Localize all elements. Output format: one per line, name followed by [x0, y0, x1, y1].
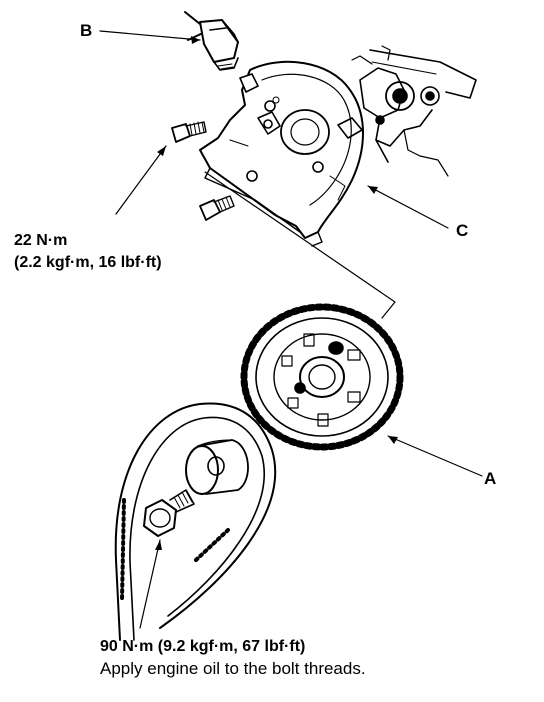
part-b-sensor — [184, 11, 239, 71]
callout-a: A — [484, 469, 497, 488]
part-c-back-cover — [199, 60, 364, 247]
cover-bolt-torque-spec: 22 N·m (2.2 kgf·m, 16 lbf·ft) — [14, 230, 162, 274]
part-a-cam-pulley — [240, 303, 404, 451]
pulley-washer — [185, 439, 249, 495]
pulley-bolt-oil-note: Apply engine oil to the bolt threads. — [100, 659, 366, 678]
cover-bolt-upper — [171, 121, 207, 143]
cover-bolt-lower — [199, 195, 235, 221]
pulley-bolt-torque-line1: 90 N·m (9.2 kgf·m, 67 lbf·ft) — [100, 638, 306, 655]
leader-b — [99, 30, 201, 41]
cover-bolt-torque-line1: 22 N·m — [14, 232, 68, 249]
leader-a — [387, 435, 483, 477]
cover-bolt-torque-line2: (2.2 kgf·m, 16 lbf·ft) — [14, 254, 162, 271]
timing-belt — [114, 402, 277, 641]
pulley-bolt-torque-spec: 90 N·m (9.2 kgf·m, 67 lbf·ft) Apply engi… — [100, 636, 366, 680]
leader-22nm — [115, 145, 167, 215]
leader-c — [367, 185, 449, 229]
engine-head-fragment — [351, 45, 477, 177]
alignment-line — [204, 171, 396, 319]
pulley-bolt — [143, 489, 195, 537]
callout-b: B — [80, 21, 93, 40]
callout-c: C — [456, 221, 469, 240]
leader-90nm — [139, 539, 161, 629]
